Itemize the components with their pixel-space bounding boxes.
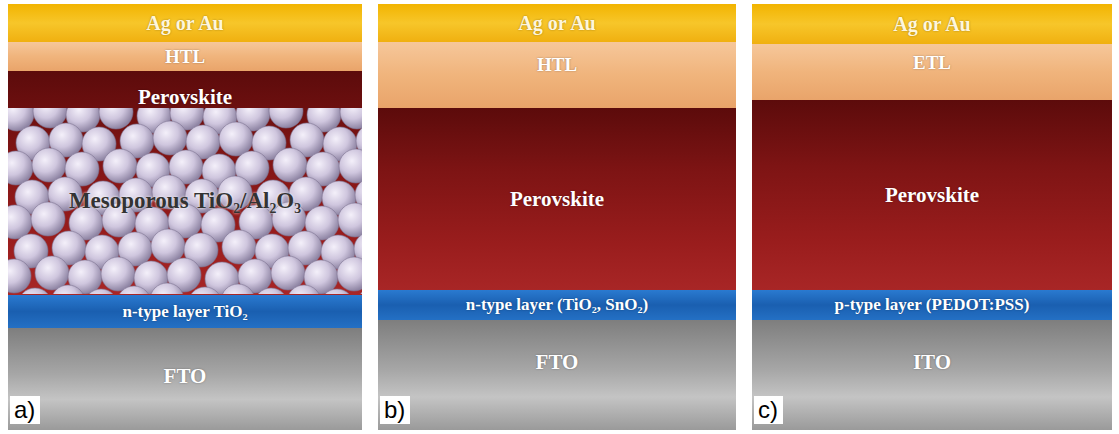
sphere [31,202,65,236]
sphere [222,230,256,264]
electron-transport-layer: ETL [752,44,1112,100]
sphere [101,257,135,291]
layer-label: Ag or Au [518,12,595,35]
metal-electrode: Ag or Au [378,4,736,42]
layer-label: p-type layer (PEDOT:PSS) [835,295,1030,315]
layer-label: FTO [536,350,579,375]
sphere [337,257,362,291]
substrate-layer: ITO [752,320,1112,430]
layer-label: n-type layer (TiO₂, SnO₂) [466,295,648,315]
substrate-layer: FTO [8,328,362,430]
sphere [287,285,321,294]
sphere [8,151,33,185]
layer-label: ITO [913,350,951,375]
sphere [32,148,66,182]
sphere [320,289,354,294]
panel-label: c) [754,396,783,424]
panel-label: a) [10,396,40,424]
sphere [51,285,85,294]
layer-label: Mesoporous TiO₂/Al₂O₃ [69,188,301,214]
sphere [84,289,118,294]
layer-label: n-type layer TiO₂ [122,302,247,322]
substrate-layer: FTO [378,320,736,430]
layer-label: Ag or Au [893,13,970,36]
perovskite-layer: Perovskite [378,108,736,290]
sphere [99,108,133,129]
sphere [271,256,305,290]
perovskite-layer: Perovskite [752,100,1112,290]
sphere [269,108,303,128]
sphere [338,203,362,237]
sphere [221,284,255,294]
hole-transport-layer: HTL [8,42,362,71]
layer-label: ETL [913,52,951,74]
sphere [151,229,185,263]
hole-transport-layer: HTL [378,42,736,108]
sphere [153,121,187,155]
layer-label: Perovskite [510,187,604,212]
layer-label: FTO [164,364,207,389]
perovskite-layer: Mesoporous TiO₂/Al₂O₃ Perovskite [8,71,362,295]
sphere [219,122,253,156]
sphere [340,108,362,129]
sphere [150,283,184,294]
metal-electrode: Ag or Au [752,4,1112,44]
layer-label: HTL [537,54,577,76]
layer-label: HTL [165,46,205,68]
sphere [18,288,52,294]
sphere [35,256,69,290]
layer-label: Perovskite [885,183,979,208]
p-type-layer: p-type layer (PEDOT:PSS) [752,290,1112,320]
panel-label: b) [380,396,410,424]
mesoporous-layer: Mesoporous TiO₂/Al₂O₃ [8,108,362,294]
sphere [339,149,362,183]
layer-label: Ag or Au [146,12,223,35]
sphere [8,259,31,293]
sphere [254,288,288,294]
sphere [117,286,151,294]
n-type-layer: n-type layer (TiO₂, SnO₂) [378,290,736,320]
n-type-layer: n-type layer TiO₂ [8,295,362,328]
sphere [358,286,362,294]
sphere [103,149,137,183]
metal-electrode: Ag or Au [8,4,362,42]
sphere [273,148,307,182]
sphere [188,287,222,294]
layer-label: Perovskite [138,85,232,110]
